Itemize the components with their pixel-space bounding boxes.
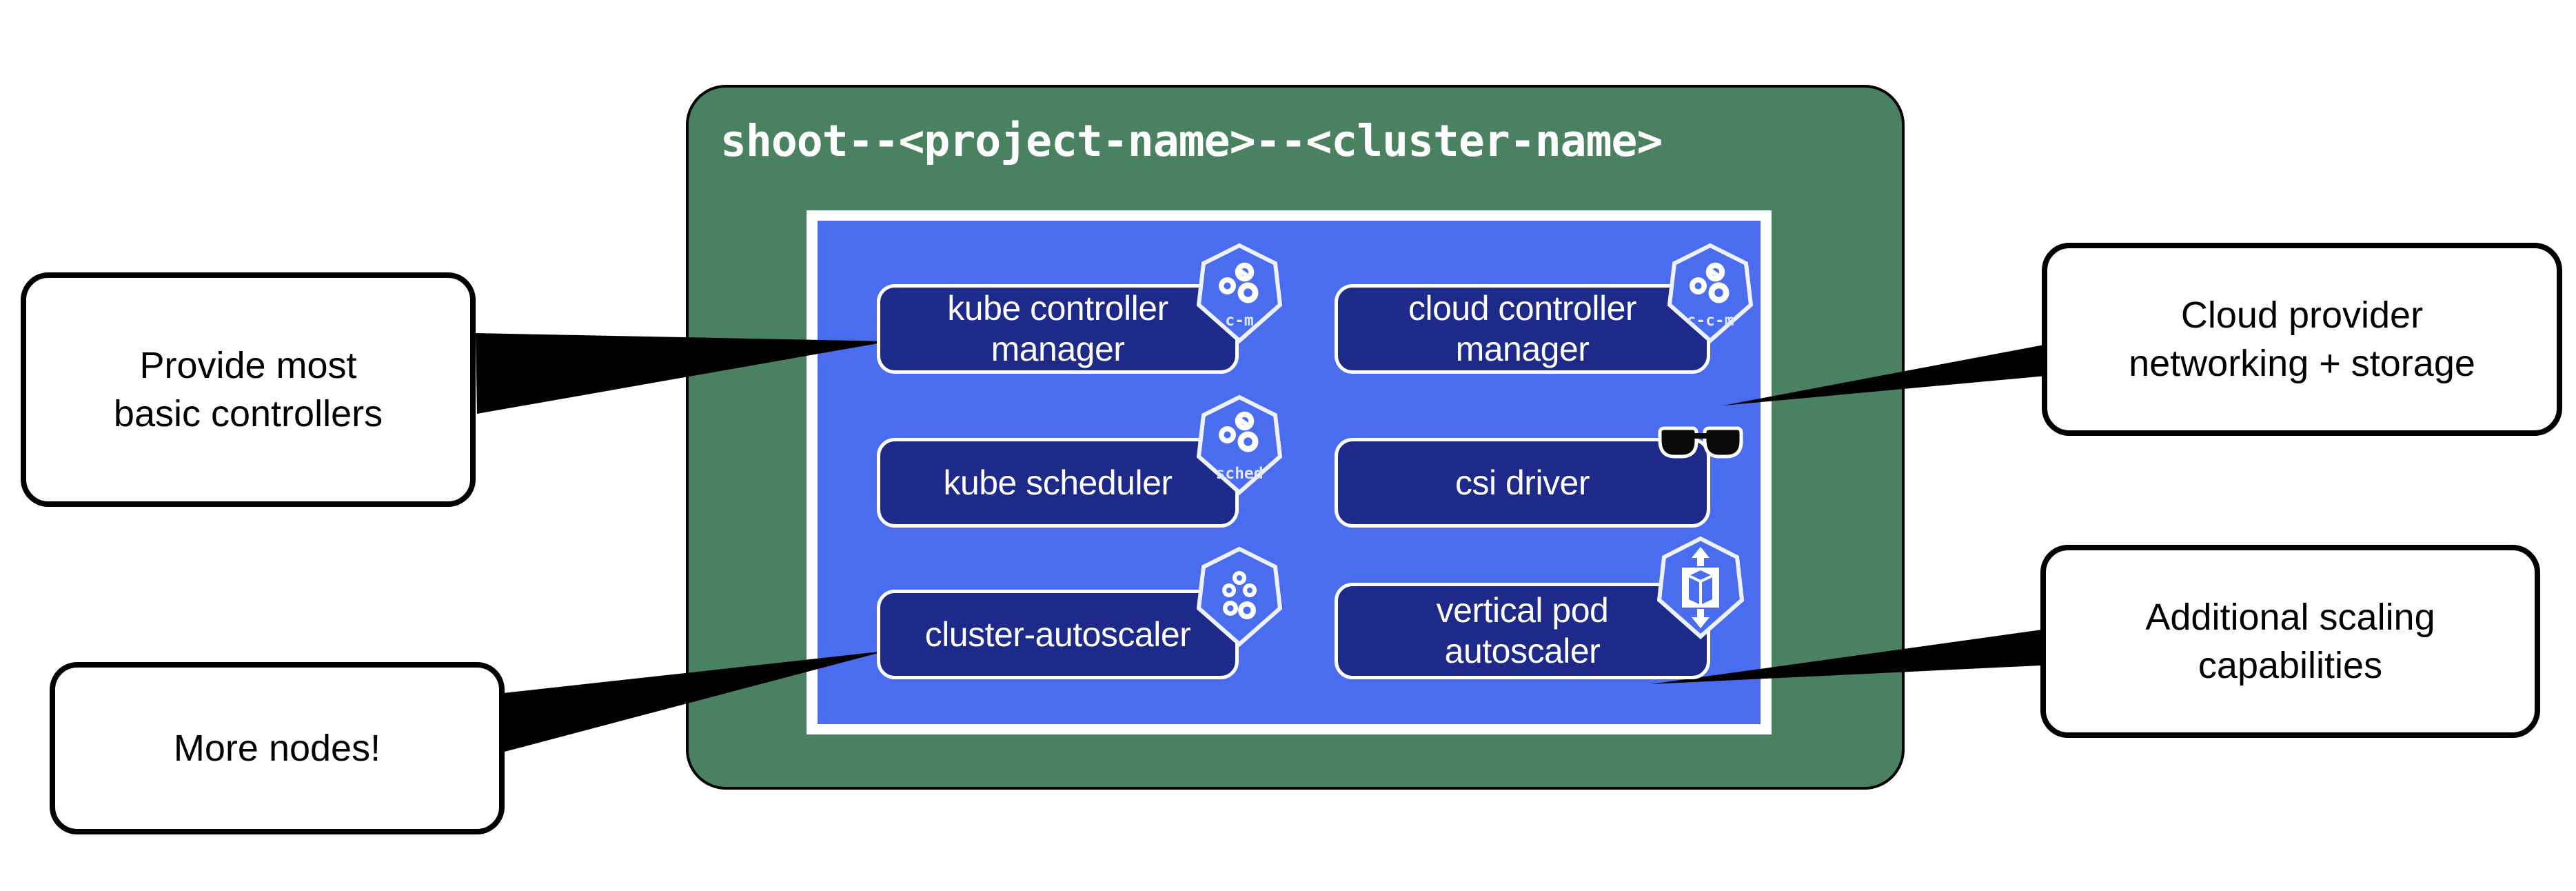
callout-line1: More nodes! — [173, 727, 381, 769]
node-label-line1: csi driver — [1454, 463, 1590, 502]
callout-basic-controllers: Provide most basic controllers — [21, 272, 476, 507]
callout-line1: Provide most — [139, 344, 357, 386]
node-cluster-autoscaler[interactable]: cluster-autoscaler — [877, 590, 1239, 679]
node-label-line1: vertical pod — [1436, 591, 1609, 630]
node-vertical-pod-autoscaler[interactable]: vertical pod autoscaler — [1335, 583, 1710, 679]
node-label-line1: cluster-autoscaler — [924, 614, 1191, 654]
callout-additional-scaling: Additional scaling capabilities — [2040, 545, 2540, 738]
node-label-line2: manager — [991, 330, 1125, 368]
callout-cloud-provider: Cloud provider networking + storage — [2042, 243, 2562, 436]
cluster-title: shoot--<project-name>--<cluster-name> — [720, 116, 1663, 166]
node-kube-scheduler[interactable]: kube scheduler — [877, 438, 1239, 528]
node-label-line2: manager — [1455, 330, 1590, 368]
callout-line1: Additional scaling — [2145, 596, 2435, 638]
sunglasses-icon — [1658, 426, 1743, 459]
node-label-line1: cloud controller — [1408, 289, 1637, 328]
node-cloud-controller-manager[interactable]: cloud controller manager — [1335, 284, 1710, 374]
node-kube-controller-manager[interactable]: kube controller manager — [877, 284, 1239, 374]
node-label-line1: kube controller — [947, 289, 1168, 328]
callout-line2: basic controllers — [113, 393, 383, 434]
callout-more-nodes: More nodes! — [50, 662, 505, 834]
node-label-line2: autoscaler — [1444, 632, 1601, 670]
callout-line1: Cloud provider — [2180, 294, 2424, 336]
callout-line2: capabilities — [2198, 645, 2383, 686]
node-label-line1: kube scheduler — [943, 463, 1173, 502]
node-csi-driver[interactable]: csi driver — [1335, 438, 1710, 528]
callout-line2: networking + storage — [2129, 343, 2475, 384]
